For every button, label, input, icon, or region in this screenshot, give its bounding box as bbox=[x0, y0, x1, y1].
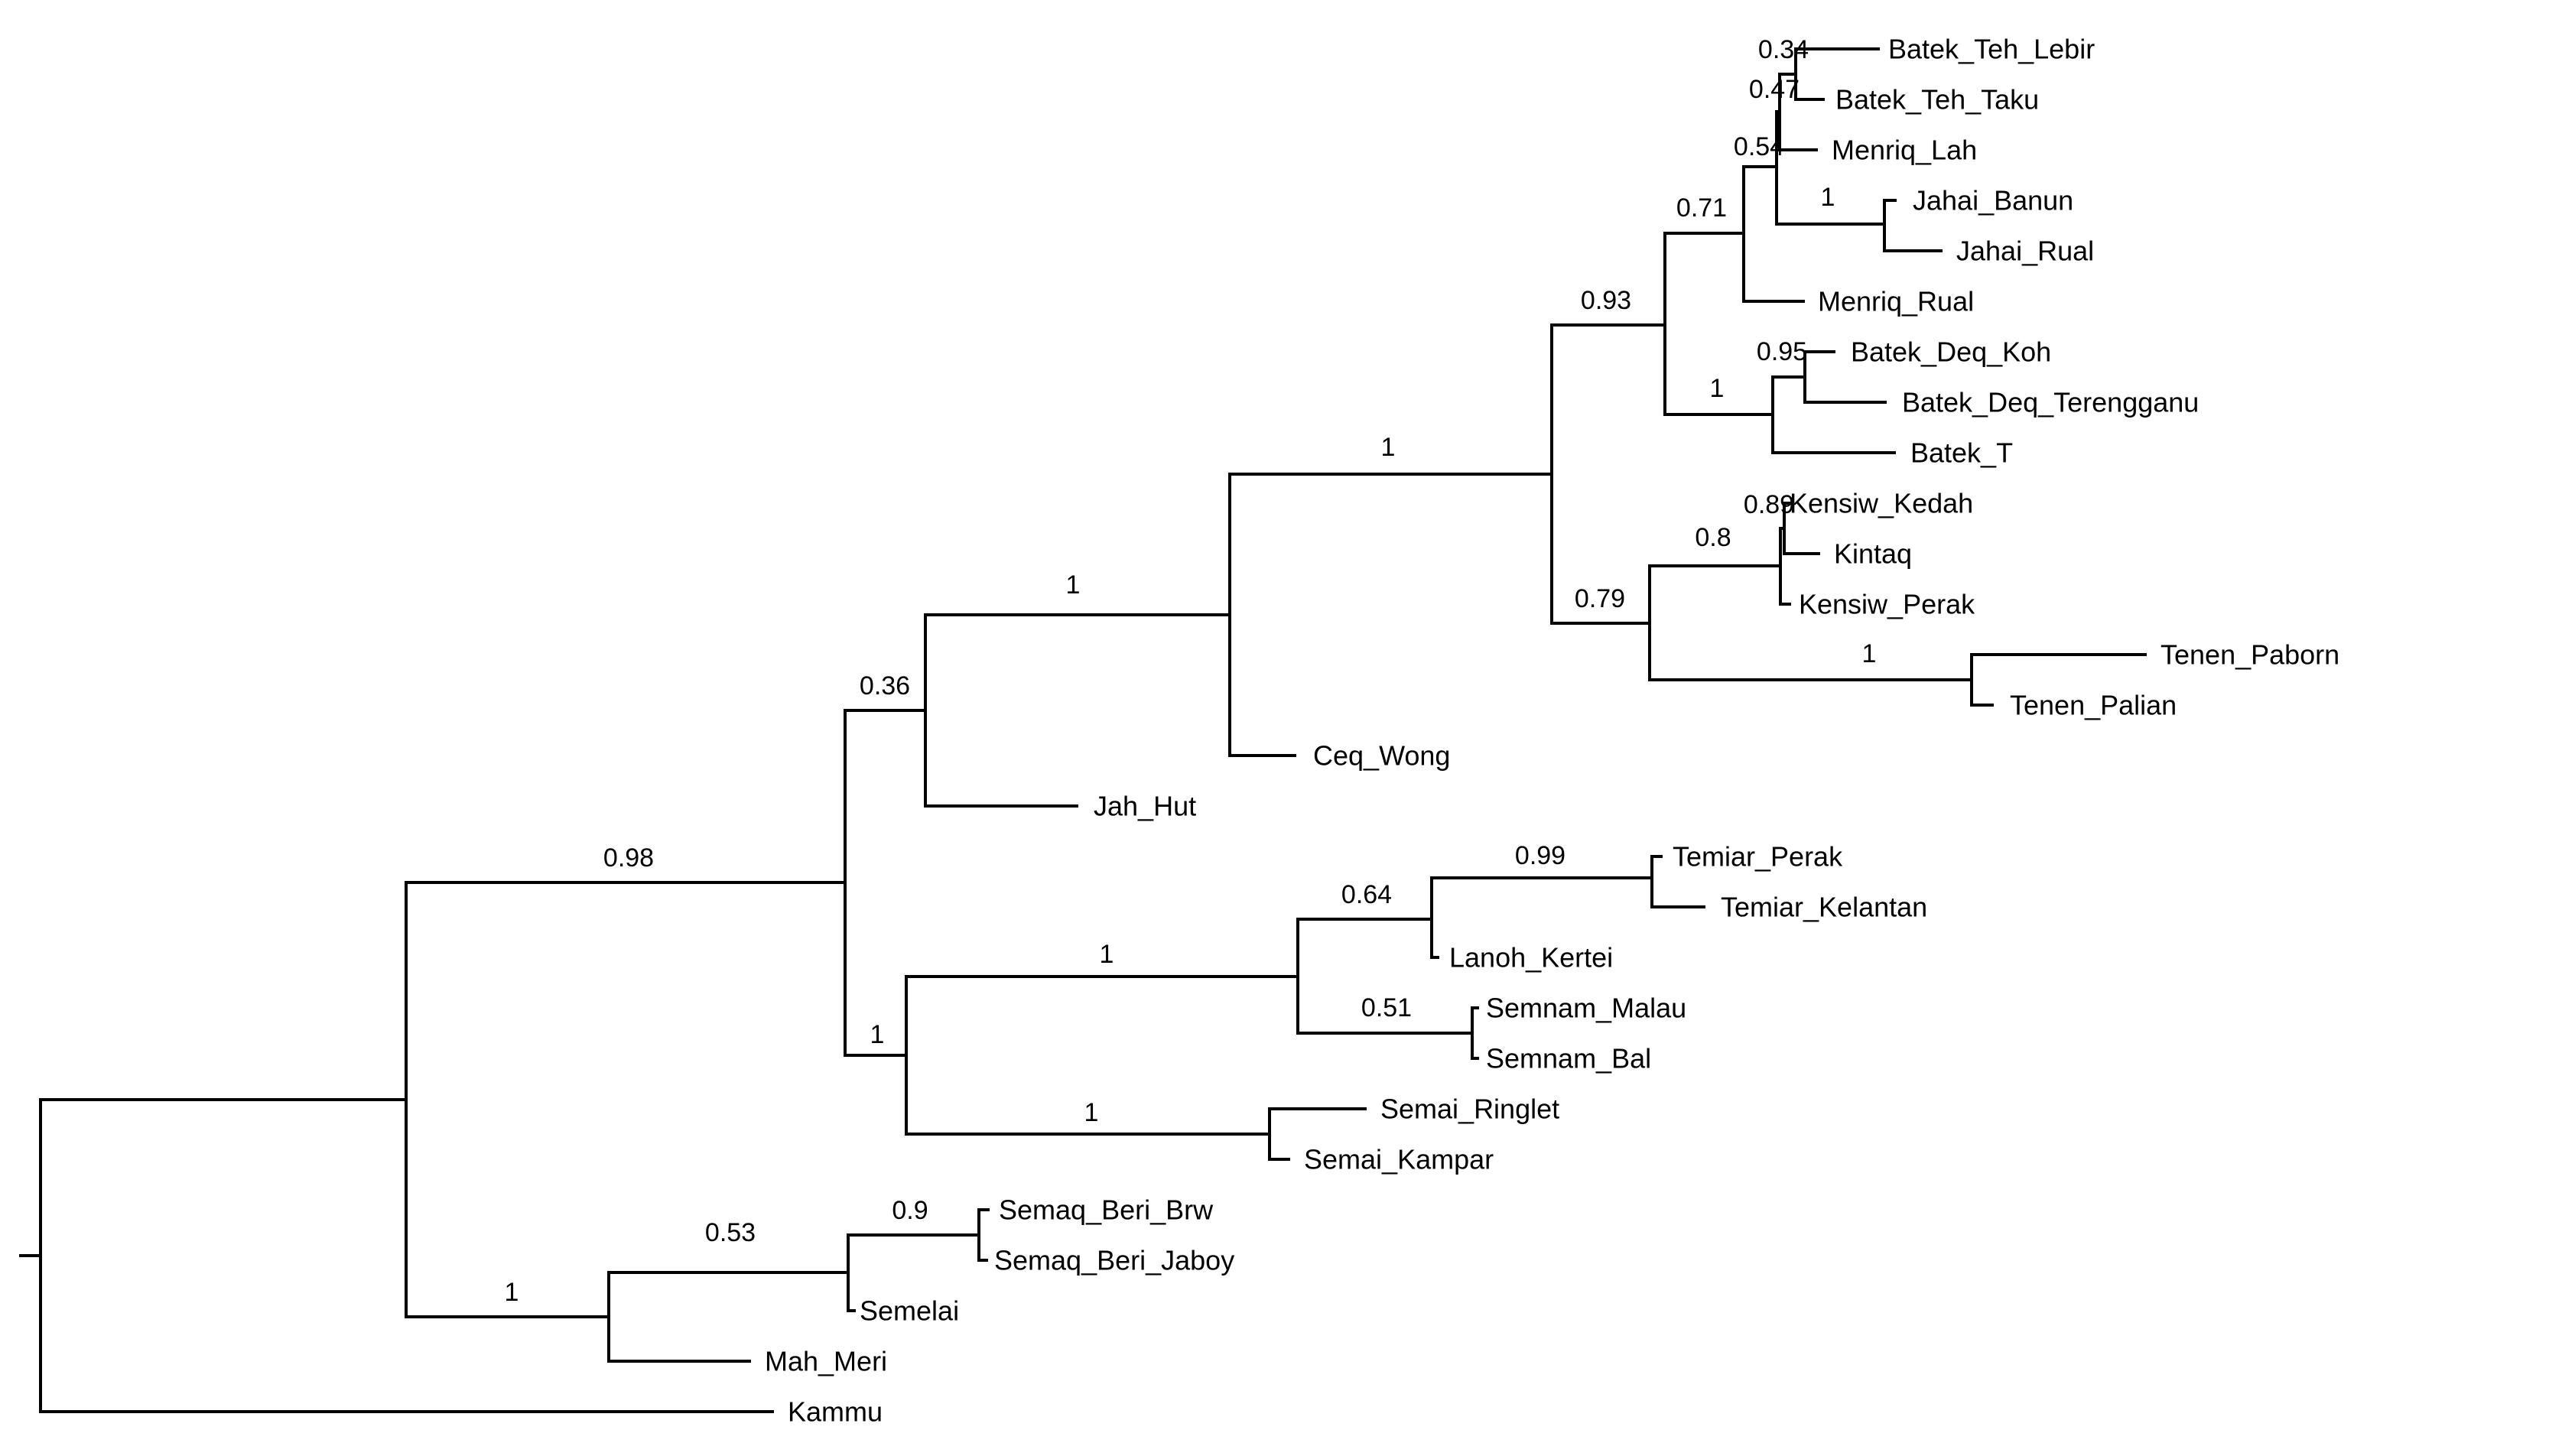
support-value-13: 1 bbox=[1862, 639, 1877, 668]
support-value-5: 0.93 bbox=[1581, 286, 1631, 315]
taxon-label-Jah_Hut: Jah_Hut bbox=[1094, 791, 1196, 822]
support-value-22: 0.9 bbox=[892, 1196, 928, 1225]
support-value-4: 0.71 bbox=[1676, 193, 1727, 223]
taxon-label-Semai_Kampar: Semai_Kampar bbox=[1304, 1144, 1494, 1175]
taxon-label-Semnam_Malau: Semnam_Malau bbox=[1486, 993, 1686, 1024]
taxon-label-Batek_Deq_Terengganu: Batek_Deq_Terengganu bbox=[1902, 387, 2199, 418]
taxon-label-Semai_Ringlet: Semai_Ringlet bbox=[1380, 1094, 1559, 1125]
support-value-0: 0.34 bbox=[1758, 35, 1809, 64]
support-value-23: 0.53 bbox=[705, 1218, 756, 1247]
support-value-20: 1 bbox=[870, 1020, 885, 1049]
support-value-15: 0.99 bbox=[1515, 841, 1565, 870]
support-value-16: 0.98 bbox=[603, 843, 654, 873]
taxon-label-Batek_Teh_Taku: Batek_Teh_Taku bbox=[1835, 84, 2039, 115]
taxon-label-Kintaq: Kintaq bbox=[1834, 538, 1912, 570]
support-value-9: 0.89 bbox=[1744, 490, 1794, 519]
support-value-24: 1 bbox=[505, 1278, 519, 1307]
taxon-label-Jahai_Rual: Jahai_Rual bbox=[1956, 236, 2094, 267]
taxon-label-Batek_Teh_Lebir: Batek_Teh_Lebir bbox=[1888, 34, 2095, 65]
taxon-label-Temiar_Kelantan: Temiar_Kelantan bbox=[1721, 892, 1927, 923]
support-value-6: 0.95 bbox=[1757, 337, 1807, 366]
support-value-1: 0.47 bbox=[1749, 75, 1800, 104]
taxon-label-Lanoh_Kertei: Lanoh_Kertei bbox=[1449, 942, 1613, 973]
taxon-label-Batek_T: Batek_T bbox=[1910, 437, 2013, 469]
support-value-14: 0.36 bbox=[860, 671, 910, 700]
taxon-label-Kammu: Kammu bbox=[788, 1396, 883, 1428]
support-value-17: 0.64 bbox=[1341, 880, 1392, 909]
taxon-label-Kensiw_Perak: Kensiw_Perak bbox=[1799, 589, 1975, 620]
support-value-11: 1 bbox=[1066, 570, 1081, 600]
taxon-label-Semnam_Bal: Semnam_Bal bbox=[1486, 1043, 1651, 1074]
taxon-label-Semaq_Beri_Jaboy: Semaq_Beri_Jaboy bbox=[994, 1245, 1234, 1276]
taxon-label-Semaq_Beri_Brw: Semaq_Beri_Brw bbox=[999, 1194, 1214, 1226]
taxon-label-Ceq_Wong: Ceq_Wong bbox=[1313, 740, 1450, 772]
taxon-label-Menriq_Lah: Menriq_Lah bbox=[1832, 135, 1977, 166]
support-value-8: 1 bbox=[1381, 433, 1396, 462]
taxon-label-Jahai_Banun: Jahai_Banun bbox=[1913, 185, 2073, 216]
taxon-label-Kensiw_Kedah: Kensiw_Kedah bbox=[1790, 488, 1973, 519]
support-value-12: 0.79 bbox=[1575, 584, 1625, 613]
support-value-7: 1 bbox=[1710, 374, 1725, 403]
support-value-19: 0.51 bbox=[1361, 993, 1412, 1022]
taxon-label-Tenen_Palian: Tenen_Palian bbox=[2010, 690, 2177, 721]
support-value-10: 0.8 bbox=[1695, 523, 1731, 552]
taxon-label-Semelai: Semelai bbox=[860, 1295, 959, 1327]
taxon-label-Menriq_Rual: Menriq_Rual bbox=[1818, 286, 1974, 317]
support-value-3: 1 bbox=[1821, 183, 1835, 212]
taxon-label-Batek_Deq_Koh: Batek_Deq_Koh bbox=[1851, 336, 2051, 368]
taxon-label-Temiar_Perak: Temiar_Perak bbox=[1673, 841, 1843, 873]
support-value-21: 1 bbox=[1084, 1098, 1099, 1127]
taxon-label-Tenen_Paborn: Tenen_Paborn bbox=[2160, 639, 2339, 671]
support-value-2: 0.54 bbox=[1734, 132, 1784, 161]
taxon-label-Mah_Meri: Mah_Meri bbox=[765, 1346, 887, 1377]
support-value-18: 1 bbox=[1100, 940, 1114, 969]
